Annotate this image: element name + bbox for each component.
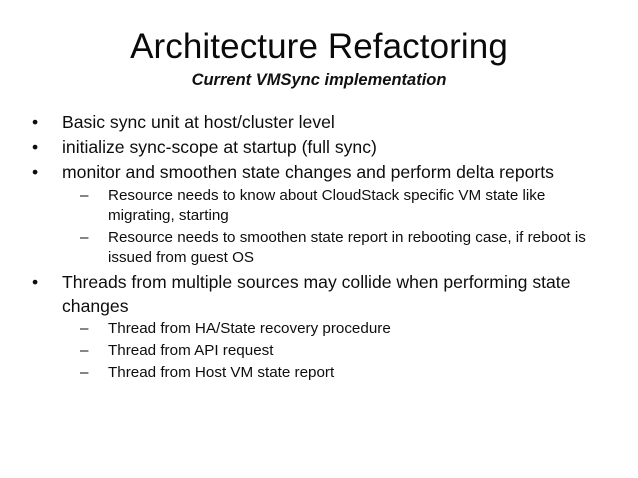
slide-title-block: Architecture Refactoring Current VMSync …	[0, 27, 638, 90]
sub-bullet-text: Resource needs to know about CloudStack …	[108, 186, 546, 225]
slide-body: • Basic sync unit at host/cluster level …	[22, 110, 614, 384]
sub-bullet-list: – Resource needs to know about CloudStac…	[76, 186, 614, 269]
list-item: • monitor and smoothen state changes and…	[22, 160, 614, 269]
bullet-marker-icon: •	[32, 137, 39, 158]
list-item: – Thread from Host VM state report	[76, 363, 614, 384]
dash-marker-icon: –	[80, 186, 89, 204]
dash-marker-icon: –	[80, 363, 89, 381]
sub-bullet-wrapper: – Thread from HA/State recovery procedur…	[76, 319, 614, 383]
list-item: – Resource needs to know about CloudStac…	[76, 186, 614, 227]
sub-bullet-wrapper: – Resource needs to know about CloudStac…	[76, 186, 614, 269]
dash-marker-icon: –	[80, 341, 89, 359]
list-item: – Thread from HA/State recovery procedur…	[76, 319, 614, 340]
bullet-text: Basic sync unit at host/cluster level	[62, 112, 335, 132]
list-item: • initialize sync-scope at startup (full…	[22, 135, 614, 159]
bullet-list: • Basic sync unit at host/cluster level …	[22, 110, 614, 383]
list-item: • Threads from multiple sources may coll…	[22, 270, 614, 383]
bullet-text: monitor and smoothen state changes and p…	[62, 162, 554, 183]
dash-marker-icon: –	[80, 228, 89, 246]
sub-bullet-text: Thread from API request	[108, 341, 274, 359]
sub-bullet-text: Resource needs to smoothen state report …	[108, 228, 586, 267]
bullet-text: initialize sync-scope at startup (full s…	[62, 137, 377, 158]
list-item: • Basic sync unit at host/cluster level	[22, 110, 614, 134]
sub-bullet-text: Thread from HA/State recovery procedure	[108, 320, 391, 338]
bullet-marker-icon: •	[32, 162, 39, 183]
bullet-text: Threads from multiple sources may collid…	[62, 271, 571, 317]
list-item: – Thread from API request	[76, 341, 614, 362]
sub-bullet-text: Thread from Host VM state report	[108, 363, 335, 381]
slide-title: Architecture Refactoring	[130, 27, 508, 66]
list-item: – Resource needs to smoothen state repor…	[76, 228, 614, 269]
dash-marker-icon: –	[80, 320, 89, 338]
bullet-marker-icon: •	[32, 112, 39, 132]
slide-subtitle: Current VMSync implementation	[191, 71, 447, 89]
sub-bullet-list: – Thread from HA/State recovery procedur…	[76, 319, 614, 383]
bullet-marker-icon: •	[32, 271, 39, 292]
